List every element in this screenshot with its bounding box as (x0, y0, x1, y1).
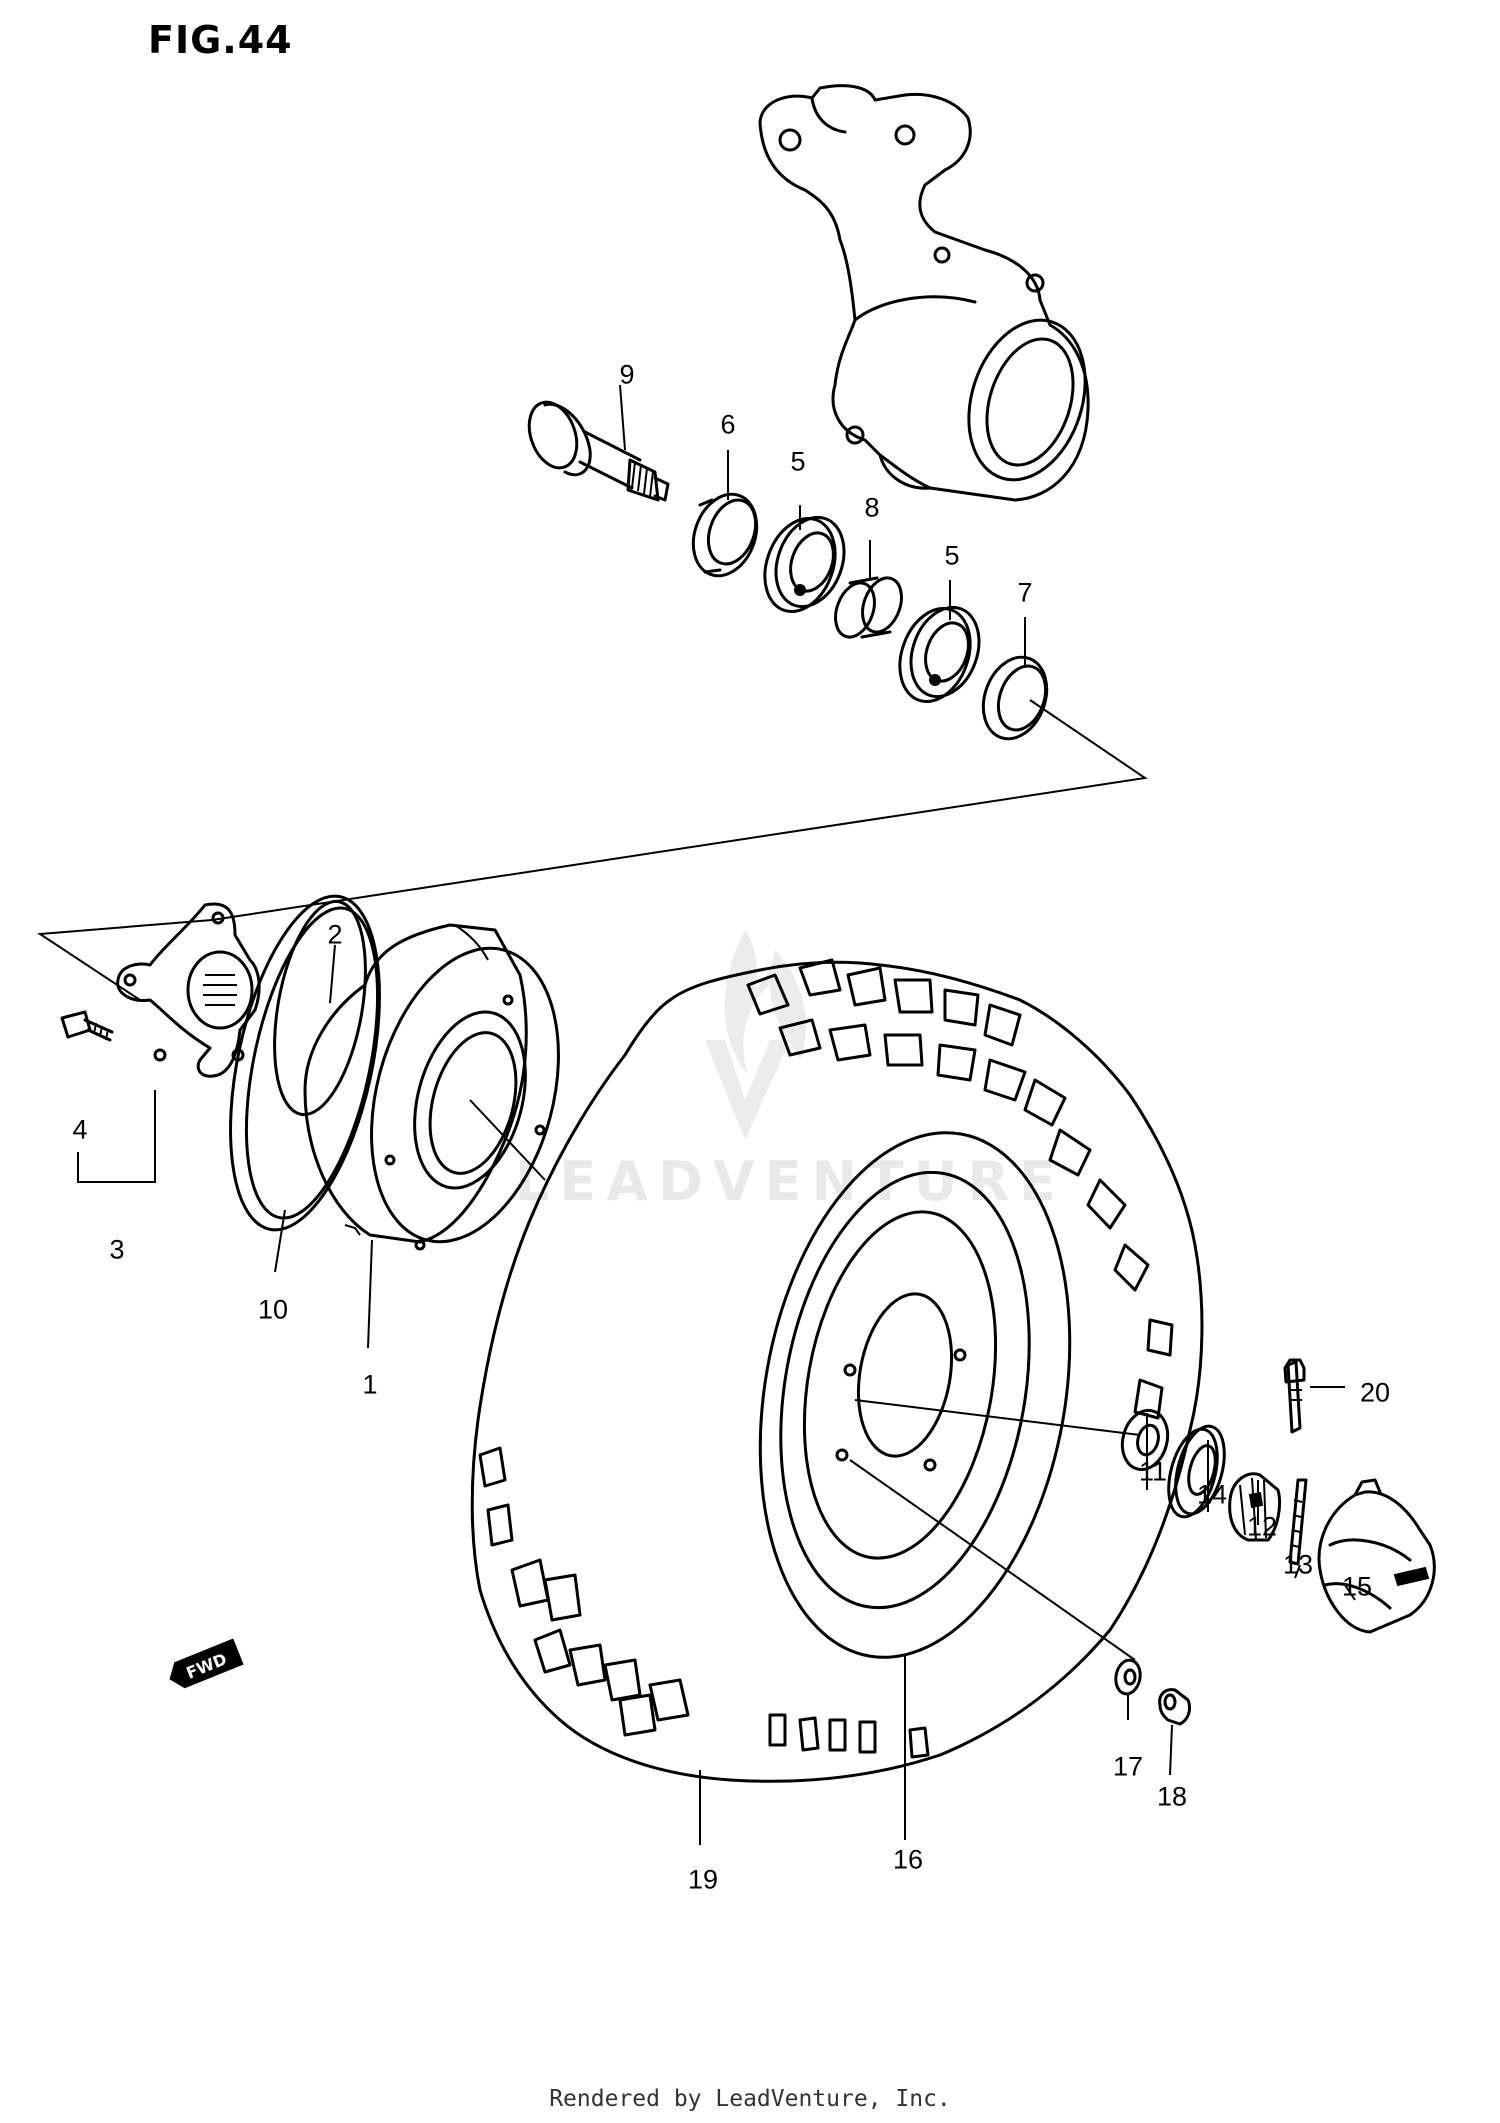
part-20-valve (1283, 1358, 1345, 1434)
part-10-o-ring (229, 894, 381, 1232)
part-2-gasket (273, 899, 367, 1117)
callout-bracket-3-4 (77, 1090, 156, 1183)
callout-20: 20 (1359, 1377, 1391, 1408)
part-5-bearing-lower (898, 605, 981, 703)
callout-15: 15 (1341, 1571, 1373, 1602)
part-8-spacer (834, 576, 903, 639)
leader-lines (274, 384, 1356, 1845)
callout-11: 11 (1138, 1456, 1168, 1487)
callout-5-lower: 5 (944, 540, 960, 571)
part-7-seal (981, 655, 1049, 741)
part-6-seal (691, 492, 759, 578)
part-5-bearing-upper (763, 515, 846, 613)
part-12-castle-nut (1228, 1472, 1282, 1542)
callout-2: 2 (327, 919, 343, 950)
callout-10: 10 (257, 1294, 289, 1325)
callout-4: 4 (72, 1114, 88, 1145)
callout-5-upper: 5 (790, 446, 806, 477)
part-19-tire (470, 958, 1204, 1783)
figure-title: FIG.44 (148, 18, 293, 62)
callout-1: 1 (362, 1369, 378, 1400)
steering-knuckle (758, 84, 1090, 502)
callout-13: 13 (1282, 1549, 1314, 1580)
callout-7: 7 (1017, 577, 1033, 608)
part-4-bolt (60, 1010, 114, 1042)
part-3-hub (116, 902, 261, 1078)
part-18-nut (1158, 1688, 1192, 1726)
callout-3: 3 (109, 1234, 125, 1265)
callout-18: 18 (1156, 1781, 1188, 1812)
part-11-washer (1120, 1408, 1170, 1472)
part-9-spindle (527, 400, 670, 502)
callout-14: 14 (1196, 1479, 1228, 1510)
part-15-hub-cap (1317, 1478, 1436, 1634)
callout-17: 17 (1112, 1751, 1144, 1782)
watermark-logo (705, 930, 806, 1140)
callout-9: 9 (619, 359, 635, 390)
callout-19: 19 (687, 1864, 719, 1895)
part-17-washer (1114, 1658, 1142, 1696)
callout-6: 6 (720, 409, 736, 440)
footer-credit: Rendered by LeadVenture, Inc. (549, 2086, 951, 2112)
part-13-cotter-pin (1288, 1478, 1308, 1566)
part-16-wheel-rim (758, 1131, 1141, 1840)
fwd-direction-badge: FWD (169, 1638, 244, 1689)
callout-8: 8 (864, 492, 880, 523)
part-1-brake-drum (303, 923, 560, 1251)
callout-16: 16 (892, 1844, 924, 1875)
callout-12: 12 (1246, 1511, 1278, 1542)
